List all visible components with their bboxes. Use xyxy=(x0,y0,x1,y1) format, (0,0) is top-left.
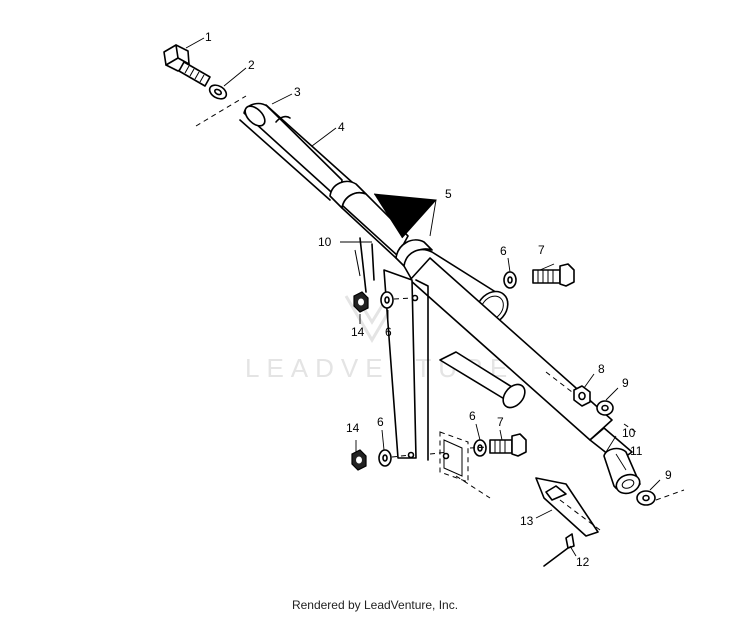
nut-left-lower xyxy=(351,449,367,471)
callout-6d: 6 xyxy=(469,409,476,423)
callout-5: 5 xyxy=(445,187,452,201)
callout-6a: 6 xyxy=(500,244,507,258)
washer-right-mid xyxy=(596,400,614,416)
callout-6b: 6 xyxy=(385,325,392,339)
pin-part xyxy=(543,533,575,567)
callout-4: 4 xyxy=(338,120,345,134)
washer-left-lower xyxy=(378,449,392,467)
callout-11: 11 xyxy=(630,444,643,458)
callout-2: 2 xyxy=(248,58,255,72)
callout-14a: 14 xyxy=(351,325,365,339)
callout-9a: 9 xyxy=(622,376,629,390)
callout-12: 12 xyxy=(576,555,590,569)
bracket-plate xyxy=(354,237,429,461)
callout-1: 1 xyxy=(205,30,212,44)
nut-left-upper xyxy=(353,291,369,313)
callout-7a: 7 xyxy=(538,243,545,257)
bolt-right-upper xyxy=(532,263,575,287)
nut-right xyxy=(573,385,591,407)
washer-right-bottom xyxy=(636,490,656,506)
callout-6c: 6 xyxy=(377,415,384,429)
washer-part xyxy=(208,84,228,100)
callout-labels: 1 2 3 4 5 6 7 10 14 6 8 9 14 6 6 7 10 11… xyxy=(205,30,672,569)
handlebar-tube xyxy=(239,102,433,269)
callout-8: 8 xyxy=(598,362,605,376)
callout-10a: 10 xyxy=(318,235,332,249)
callout-7b: 7 xyxy=(497,415,504,429)
washer-right-lower xyxy=(473,439,487,457)
crossbar-tube xyxy=(403,248,613,441)
blade-part xyxy=(535,477,601,537)
callout-14b: 14 xyxy=(346,421,360,435)
bolt-part xyxy=(163,44,211,87)
lower-plate xyxy=(429,431,491,499)
leader-lines xyxy=(185,37,661,557)
bolt-right-lower xyxy=(489,433,527,457)
footer-credit: Rendered by LeadVenture, Inc. xyxy=(291,598,459,612)
washer-right-upper xyxy=(503,271,517,289)
callout-9b: 9 xyxy=(665,468,672,482)
washer-left-upper xyxy=(380,291,394,309)
callout-10b: 10 xyxy=(622,426,636,440)
callout-13: 13 xyxy=(520,514,534,528)
pivot-arm xyxy=(589,427,641,495)
callout-3: 3 xyxy=(294,85,301,99)
